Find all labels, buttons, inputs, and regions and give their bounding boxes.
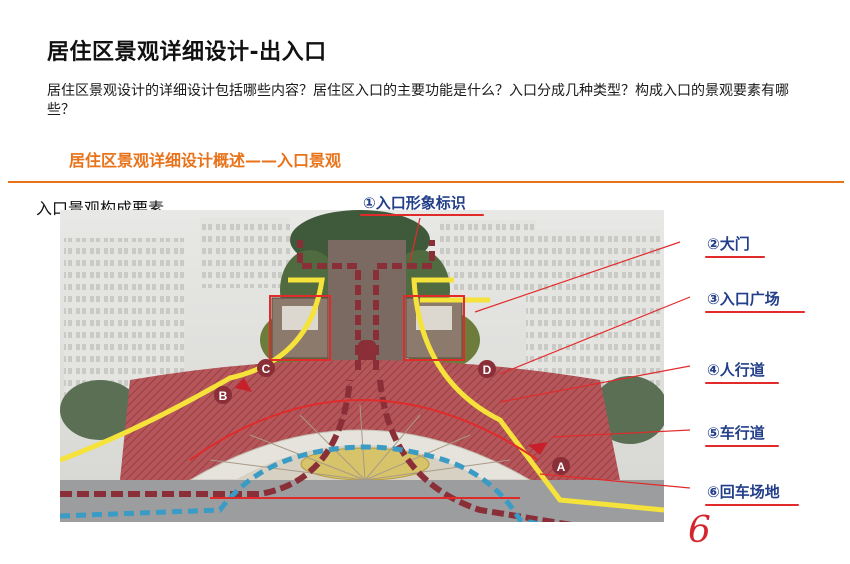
entrance-plan-illustration bbox=[60, 210, 664, 522]
service-route-arrows bbox=[60, 444, 542, 522]
callout-underline-6 bbox=[705, 504, 799, 506]
callout-sidewalk: ④人行道 bbox=[707, 361, 765, 379]
question-text: 居住区景观设计的详细设计包括哪些内容？居住区入口的主要功能是什么？入口分成几种类… bbox=[47, 83, 789, 118]
page-title: 居住区景观详细设计-出入口 bbox=[47, 40, 327, 65]
entrance-plaza bbox=[120, 360, 620, 481]
callout-entrance-sign: ①入口形象标识 bbox=[363, 194, 466, 212]
handwritten-note: 6 bbox=[688, 510, 711, 551]
callout-underline-2 bbox=[705, 256, 765, 258]
callout-underline-5 bbox=[705, 445, 779, 447]
callout-underline-4 bbox=[705, 382, 779, 384]
callout-underline-3 bbox=[705, 311, 805, 313]
callout-underline-1 bbox=[360, 214, 484, 216]
entrance-road bbox=[328, 240, 406, 376]
callout-gate: ②大门 bbox=[707, 235, 750, 253]
callout-turnaround: ⑥回车场地 bbox=[707, 483, 780, 501]
section-subtitle: 居住区景观详细设计概述——入口景观 bbox=[69, 151, 342, 170]
callout-roadway: ⑤车行道 bbox=[707, 424, 765, 442]
callout-entrance-plaza: ③入口广场 bbox=[707, 290, 780, 308]
orange-divider bbox=[8, 181, 844, 183]
vehicle-route-arrows bbox=[60, 240, 573, 522]
red-box-annotations bbox=[189, 295, 539, 499]
